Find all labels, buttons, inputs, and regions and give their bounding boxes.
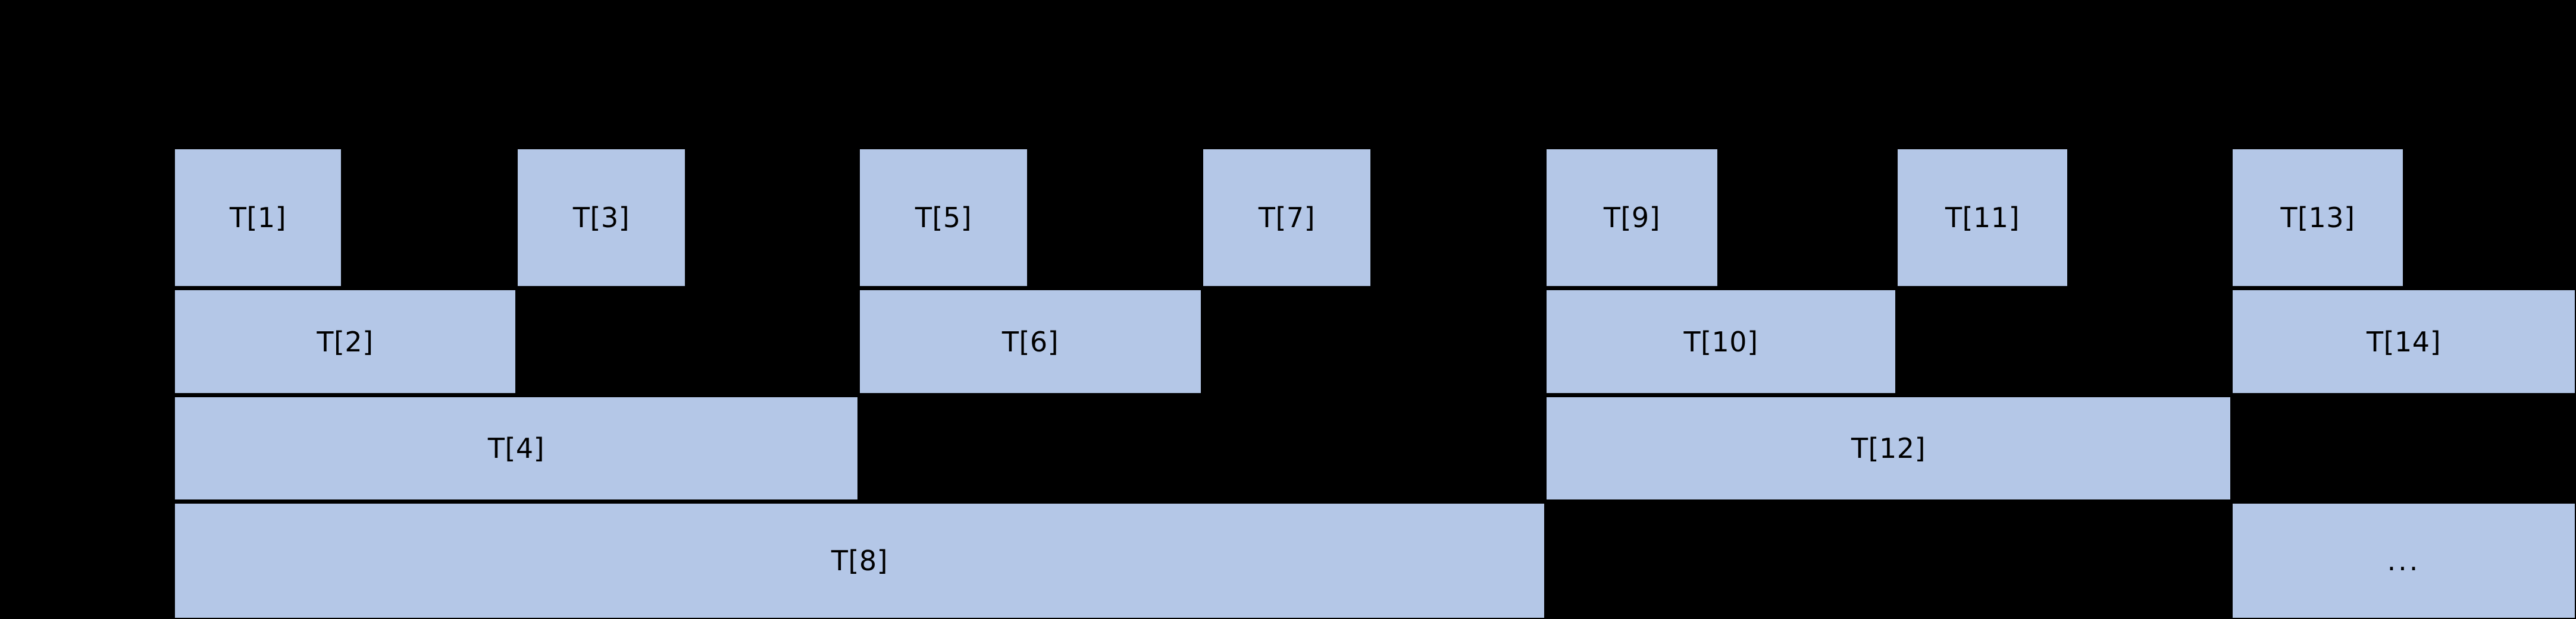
task-block-t6[interactable]: T[6] [859,289,1202,394]
task-block-t4[interactable]: T[4] [174,396,859,501]
task-block-t10[interactable]: T[10] [1545,289,1896,394]
task-block-t9[interactable]: T[9] [1545,148,1719,287]
task-block-t11[interactable]: T[11] [1896,148,2068,287]
task-block-t1[interactable]: T[1] [174,148,342,287]
block-row-level-1: T[1] T[3] T[5] T[7] T[9] T[11] T[13] [0,148,2576,287]
task-block-t7[interactable]: T[7] [1202,148,1372,287]
task-block-t3[interactable]: T[3] [517,148,686,287]
task-block-t12[interactable]: T[12] [1545,396,2231,501]
block-row-level-4: T[8]... [0,502,2576,619]
task-block-t8[interactable]: T[8] [174,502,1545,619]
task-block-ellipsis[interactable]: ... [2231,502,2576,619]
block-row-level-3: T[4] T[12] [0,396,2576,501]
task-block-t5[interactable]: T[5] [859,148,1028,287]
task-block-t14[interactable]: T[14] [2231,289,2576,394]
block-row-level-2: T[2] T[6] T[10] T[14] [0,289,2576,394]
task-block-t13[interactable]: T[13] [2231,148,2404,287]
task-block-t2[interactable]: T[2] [174,289,517,394]
